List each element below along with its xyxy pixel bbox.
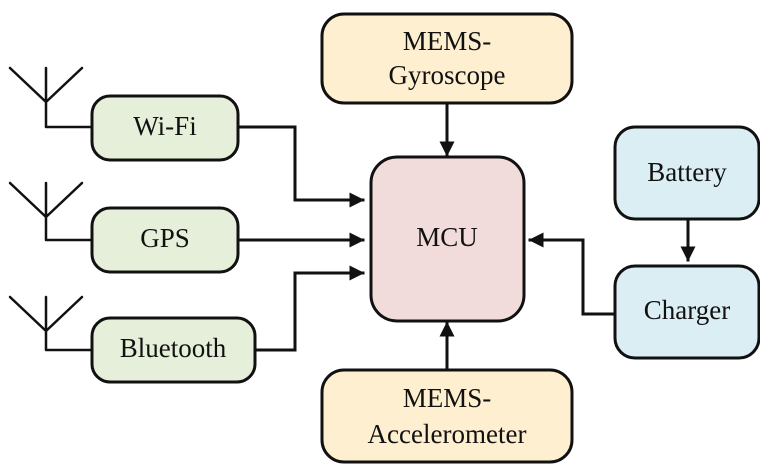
wifi-to-mcu-arrow: [236, 125, 365, 208]
battery-label: Battery: [647, 157, 727, 187]
wifi-label: Wi-Fi: [133, 111, 196, 141]
gps-label: GPS: [140, 223, 190, 253]
gyroscope-label-line2: Gyroscope: [389, 60, 506, 90]
wifi-block: Wi-Fi: [90, 94, 240, 162]
gps-antenna-icon: [8, 181, 94, 242]
battery-block: Battery: [613, 125, 760, 221]
bluetooth-block: Bluetooth: [90, 316, 257, 384]
bluetooth-to-mcu-arrow: [253, 265, 365, 352]
accelerometer-label-line1: MEMS-: [403, 383, 492, 413]
charger-label: Charger: [644, 295, 730, 325]
gps-block: GPS: [90, 206, 240, 274]
mcu-block: MCU: [369, 155, 526, 323]
bluetooth-antenna-icon: [8, 295, 94, 352]
wifi-antenna-icon: [8, 66, 94, 129]
mcu-label: MCU: [416, 222, 478, 252]
accelerometer-block: MEMS- Accelerometer: [320, 368, 574, 464]
gyroscope-block: MEMS- Gyroscope: [320, 12, 574, 105]
charger-block: Charger: [613, 264, 760, 360]
charger-to-mcu-arrow: [528, 232, 617, 316]
bluetooth-label: Bluetooth: [120, 333, 227, 363]
accelerometer-label-line2: Accelerometer: [368, 419, 527, 449]
gyroscope-label-line1: MEMS-: [403, 26, 492, 56]
